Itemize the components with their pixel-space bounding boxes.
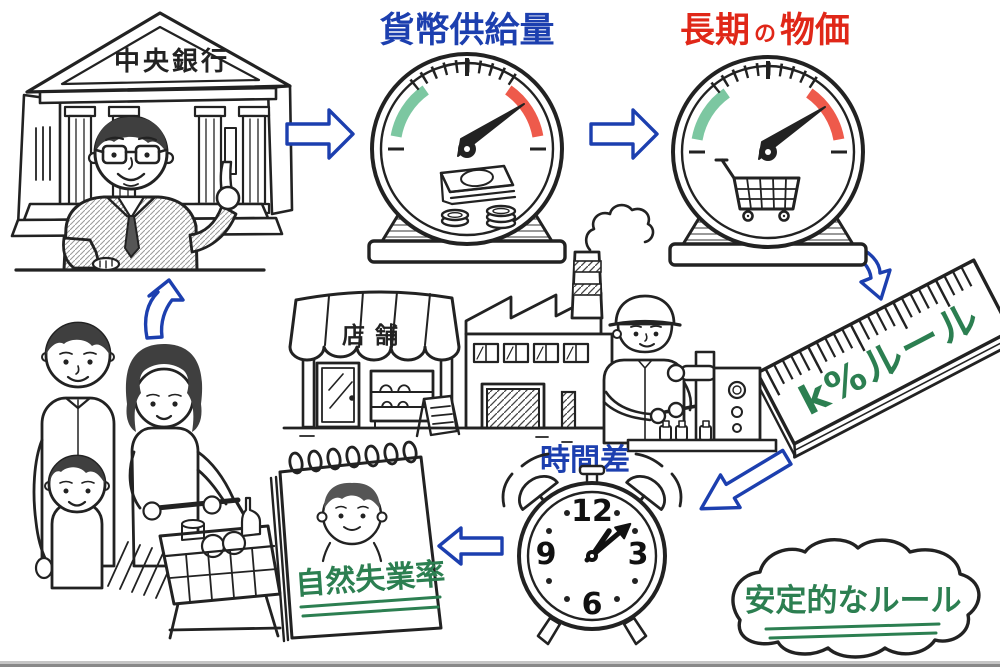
clock-number-3: 3 xyxy=(628,537,649,572)
factory-worker xyxy=(602,294,778,453)
work-table xyxy=(626,438,778,453)
bottle-icon xyxy=(240,496,262,538)
svg-text:長期: 長期 xyxy=(680,11,750,51)
flow-arrow-bank-to-money-gauge xyxy=(285,108,355,160)
svg-text:の: の xyxy=(754,22,776,47)
spiral-rings xyxy=(288,440,418,475)
mother-hand-right xyxy=(202,495,222,515)
hour-dots xyxy=(546,510,638,602)
long-term-prices-label: 長期 の 物価 xyxy=(680,11,850,51)
store-door xyxy=(315,361,361,429)
green-underline-cloud xyxy=(764,622,941,640)
long-term-prices-gauge xyxy=(670,57,866,265)
money-supply-gauge xyxy=(369,54,565,262)
necktie xyxy=(123,215,141,259)
store-sign: 店舗 xyxy=(342,323,408,349)
flow-arrow-family-to-bank xyxy=(143,278,185,340)
money-supply-label: 貨幣供給量 xyxy=(379,11,554,51)
display-case xyxy=(369,369,435,423)
family-shoppers xyxy=(32,321,282,640)
pointing-finger xyxy=(219,160,234,194)
clock-number-9: 9 xyxy=(536,537,557,572)
flow-arrow-clock-to-notepad xyxy=(437,526,504,566)
central-bank-building: 中央銀行 xyxy=(10,11,294,238)
central-bank-sign: 中央銀行 xyxy=(114,46,230,77)
banker-figure xyxy=(14,115,266,272)
flow-arrow-gauge-to-gauge xyxy=(589,108,659,160)
glasses-icon xyxy=(94,144,168,165)
ring-lines-left xyxy=(501,452,550,508)
factory-roof xyxy=(464,291,603,336)
flow-arrow-ruler-to-clock xyxy=(699,448,793,511)
banker-hair xyxy=(95,117,167,153)
shopping-cart xyxy=(142,495,282,640)
fruit-icon xyxy=(200,533,226,559)
hard-hat-icon xyxy=(614,294,676,326)
clock-number-12: 12 xyxy=(571,494,613,529)
face-sketch xyxy=(316,482,388,563)
clock-number-6: 6 xyxy=(582,587,603,622)
machine xyxy=(666,350,762,442)
shopping-cart-icon xyxy=(714,158,801,222)
shadow-hatching xyxy=(107,541,177,599)
green-underline xyxy=(299,595,442,618)
ring-lines-right xyxy=(634,452,683,508)
alarm-clock: 12 3 6 9 xyxy=(501,452,683,646)
mother-hand-left xyxy=(142,501,162,521)
factory xyxy=(282,203,655,443)
factory-windows xyxy=(472,342,590,364)
son-figure xyxy=(44,454,110,590)
svg-text:物価: 物価 xyxy=(780,11,850,51)
stable-rule-cloud: 安定的なルール xyxy=(731,538,981,659)
stable-rule-label: 安定的なルール xyxy=(745,583,962,619)
notepad: 自然失業率 xyxy=(269,440,446,643)
banknotes-icon xyxy=(439,164,517,230)
storefront: 店舗 xyxy=(288,290,461,438)
smoke-icon xyxy=(584,203,655,252)
